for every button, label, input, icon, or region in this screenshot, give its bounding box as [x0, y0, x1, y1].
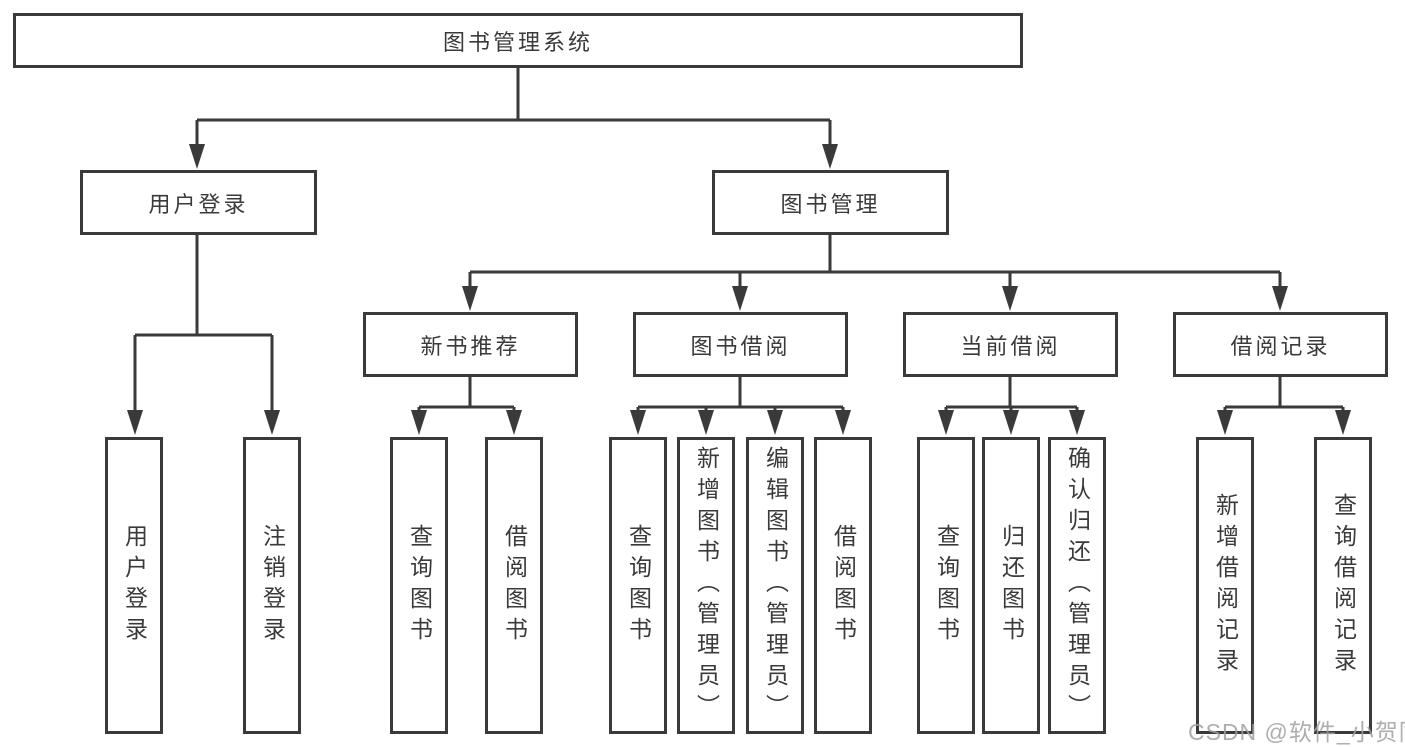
node-label: 注销登录 [259, 523, 286, 648]
leaf-user-login: 用户登录 [105, 437, 163, 734]
leaf-query-books-recommend: 查询图书 [390, 437, 448, 734]
node-label: 图书借阅 [690, 333, 791, 359]
leaf-borrow-books-recommend: 借阅图书 [485, 437, 543, 734]
node-label: 借阅记录 [1230, 333, 1331, 359]
node-book-borrowing: 图书借阅 [633, 312, 848, 377]
node-label: 用户登录 [148, 191, 249, 217]
node-label: 用户登录 [121, 523, 148, 648]
leaf-confirm-return-admin: 确认归还（管理员） [1048, 437, 1106, 734]
arrowheads [127, 144, 1351, 435]
node-borrowing-records: 借阅记录 [1173, 312, 1388, 377]
leaf-return-books: 归还图书 [982, 437, 1040, 734]
node-label: 图书管理系统 [442, 29, 593, 55]
node-label: 查询图书 [933, 523, 960, 648]
node-library-management-system: 图书管理系统 [13, 13, 1023, 68]
node-label: 借阅图书 [830, 523, 857, 648]
leaf-add-borrowing-record: 新增借阅记录 [1196, 437, 1254, 734]
node-label: 编辑图书（管理员） [762, 446, 789, 725]
leaf-logout: 注销登录 [243, 437, 301, 734]
node-label: 新增借阅记录 [1212, 492, 1239, 679]
node-label: 借阅图书 [501, 523, 528, 648]
leaf-query-borrowing-record: 查询借阅记录 [1314, 437, 1372, 734]
leaf-query-books-current: 查询图书 [917, 437, 975, 734]
node-user-login: 用户登录 [80, 170, 317, 235]
leaf-borrow-books-borrowing: 借阅图书 [814, 437, 872, 734]
node-label: 查询图书 [625, 523, 652, 648]
node-label: 归还图书 [998, 523, 1025, 648]
leaf-add-book-admin: 新增图书（管理员） [677, 437, 735, 734]
node-label: 查询图书 [406, 523, 433, 648]
node-label: 新书推荐 [420, 333, 521, 359]
leaf-query-books-borrowing: 查询图书 [609, 437, 667, 734]
node-label: 确认归还（管理员） [1064, 446, 1091, 725]
node-book-management: 图书管理 [712, 170, 949, 235]
node-label: 当前借阅 [960, 333, 1061, 359]
node-label: 新增图书（管理员） [693, 446, 720, 725]
node-label: 图书管理 [780, 191, 881, 217]
node-new-book-recommendation: 新书推荐 [363, 312, 578, 377]
csdn-watermark: CSDN @软件_小贺同学 [1188, 719, 1405, 745]
node-label: 查询借阅记录 [1330, 492, 1357, 679]
node-current-borrowing: 当前借阅 [903, 312, 1118, 377]
leaf-edit-book-admin: 编辑图书（管理员） [746, 437, 804, 734]
